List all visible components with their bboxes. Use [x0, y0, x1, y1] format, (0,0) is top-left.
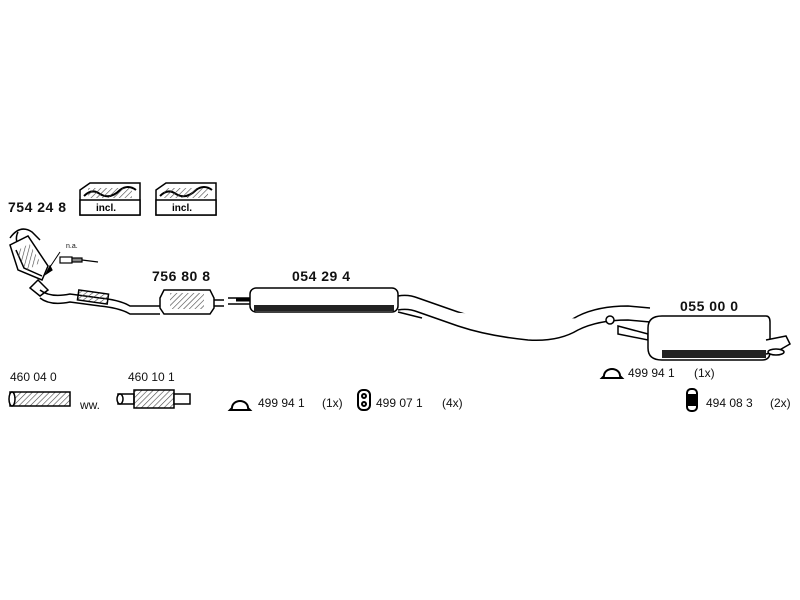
part-number-center-muffler: 054 29 4: [292, 268, 351, 284]
fitting-part-number: 494 08 3: [706, 396, 753, 410]
kit-box-icon: [155, 182, 217, 216]
part-number-catalyst: 754 24 8: [8, 199, 67, 215]
fitting-quantity: (1x): [322, 396, 343, 410]
part-number-flex-pipe-1: 460 04 0: [10, 370, 57, 384]
flex-pipe-460-10-1: [116, 389, 191, 409]
fitting-quantity: (2x): [770, 396, 791, 410]
front-pipe: [39, 289, 160, 315]
part-number-rear-muffler: 055 00 0: [680, 298, 739, 314]
fitting-part-number: 499 94 1: [628, 366, 675, 380]
center-muffler-054-29-4: [249, 287, 651, 342]
lambda-sensor-icon: [44, 251, 99, 276]
part-number-middle-catalyst: 756 80 8: [152, 268, 211, 284]
flex-pipe-460-04-0: [8, 391, 71, 407]
kit-box-label: incl.: [96, 203, 117, 214]
connector-pipe: [228, 297, 252, 305]
fitting-quantity: (1x): [694, 366, 715, 380]
rubber-mount-icon: [686, 388, 698, 412]
fitting-part-number: 499 07 1: [376, 396, 423, 410]
ww-note: ww.: [80, 398, 101, 412]
clamp-ring-icon: [599, 368, 625, 379]
rear-muffler-055-00-0: [617, 315, 791, 361]
part-number-flex-pipe-2: 460 10 1: [128, 370, 175, 384]
fitting-part-number: 499 94 1: [258, 396, 305, 410]
kit-box-icon: [79, 182, 141, 216]
kit-box-label: incl.: [172, 203, 193, 214]
fitting-quantity: (4x): [442, 396, 463, 410]
catalyst-754-24-8: [9, 228, 50, 297]
middle-catalyst-756-80-8: [159, 289, 224, 315]
not-available-note: n.a.: [66, 243, 78, 250]
rubber-hanger-icon: [357, 389, 371, 411]
clamp-ring-icon: [227, 400, 253, 411]
